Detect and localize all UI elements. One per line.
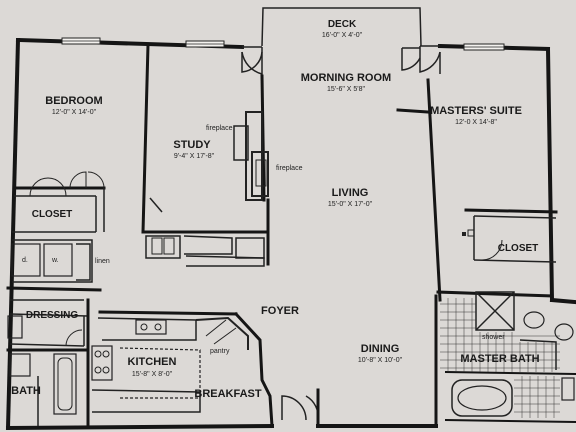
morning-room-dims: 15'-6" X 5'8"	[327, 86, 366, 93]
dressing-label: DRESSING	[26, 310, 78, 321]
tile-pattern	[440, 298, 560, 418]
outlet-mark	[462, 232, 466, 236]
masters-suite-dims: 12'-0 X 14'-8"	[455, 119, 497, 126]
dining-dims: 10'-8" X 10'-0"	[358, 357, 403, 364]
master-bath-label: MASTER BATH	[460, 353, 539, 365]
living-label: LIVING	[332, 187, 369, 199]
foyer-label: FOYER	[261, 305, 299, 317]
fireplace-study-label: fireplace	[206, 125, 233, 132]
dryer-label: d.	[22, 257, 28, 264]
closet-left-label: CLOSET	[32, 209, 73, 220]
morning-room-label: MORNING ROOM	[301, 72, 391, 84]
bath-label: BATH	[11, 385, 41, 397]
kitchen-label: KITCHEN	[128, 356, 177, 368]
linen-label: linen	[95, 258, 110, 265]
study-dims: 9'-4" X 17'-8"	[174, 153, 215, 160]
bedroom-label: BEDROOM	[45, 95, 102, 107]
masters-suite-label: MASTERS' SUITE	[430, 105, 522, 117]
breakfast-label: BREAKFAST	[194, 388, 262, 400]
pantry-label: pantry	[210, 348, 230, 355]
sketch-mark	[149, 197, 163, 213]
windows	[61, 37, 505, 51]
deck-area	[241, 7, 441, 75]
kitchen-dims: 15'-8" X 8'-0"	[132, 371, 173, 378]
study-label: STUDY	[173, 139, 211, 151]
deck-dims: 16'-0" X 4'-0"	[322, 32, 363, 39]
bedroom-dims: 12'-0" X 14'-0"	[52, 109, 97, 116]
shower-label: shower	[482, 334, 505, 341]
fireplace-living-label: fireplace	[276, 165, 303, 172]
deck-label: DECK	[328, 19, 357, 30]
interior-walls	[6, 43, 576, 428]
dining-label: DINING	[361, 343, 400, 355]
washer-label: w.	[51, 257, 59, 264]
closet-right-label: CLOSET	[498, 243, 539, 254]
living-dims: 15'-0" X 17'-0"	[328, 201, 373, 208]
